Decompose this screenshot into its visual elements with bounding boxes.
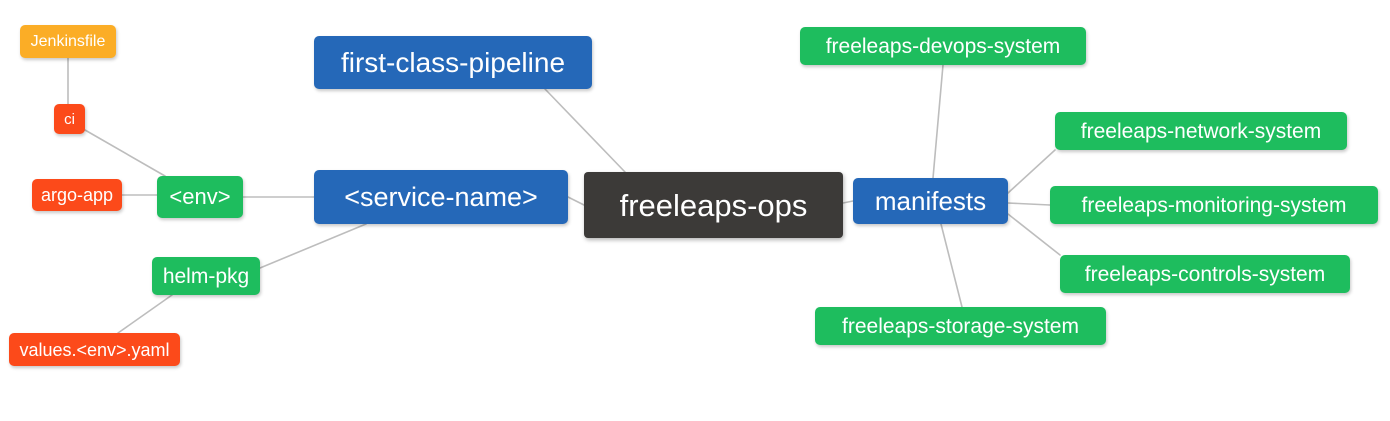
mindmap-node-freeleaps-monitoring-system[interactable]: freeleaps-monitoring-system: [1050, 186, 1378, 224]
mindmap-node-ci[interactable]: ci: [54, 104, 85, 134]
mindmap-node-label-freeleaps-storage-system: freeleaps-storage-system: [842, 314, 1079, 338]
mindmap-node-manifests[interactable]: manifests: [853, 178, 1008, 224]
mindmap-node-label-first-class-pipeline: first-class-pipeline: [340, 46, 566, 78]
mindmap-node-freeleaps-ops[interactable]: freeleaps-ops: [584, 172, 843, 238]
mindmap-node-label-env: <env>: [169, 184, 231, 209]
mindmap-node-argo-app[interactable]: argo-app: [32, 179, 122, 211]
mindmap-node-label-freeleaps-network-system: freeleaps-network-system: [1080, 119, 1322, 143]
mindmap-node-label-freeleaps-ops: freeleaps-ops: [619, 187, 808, 223]
mindmap-node-freeleaps-controls-system[interactable]: freeleaps-controls-system: [1060, 255, 1350, 293]
mindmap-node-freeleaps-storage-system[interactable]: freeleaps-storage-system: [815, 307, 1106, 345]
mindmap-node-label-argo-app: argo-app: [40, 185, 114, 205]
mindmap-node-helm-pkg[interactable]: helm-pkg: [152, 257, 260, 295]
mindmap-node-label-values-env-yaml: values.<env>.yaml: [19, 339, 170, 360]
mindmap-node-freeleaps-network-system[interactable]: freeleaps-network-system: [1055, 112, 1347, 150]
mindmap-node-label-freeleaps-devops-system: freeleaps-devops-system: [825, 34, 1061, 58]
mindmap-node-service-name[interactable]: <service-name>: [314, 170, 568, 224]
mindmap-node-label-ci: ci: [64, 110, 75, 128]
mindmap-node-env[interactable]: <env>: [157, 176, 243, 218]
mindmap-node-label-jenkinsfile: Jenkinsfile: [30, 32, 106, 50]
mindmap-node-values-env-yaml[interactable]: values.<env>.yaml: [9, 333, 180, 366]
mindmap-node-label-manifests: manifests: [874, 186, 987, 216]
mindmap-node-label-freeleaps-monitoring-system: freeleaps-monitoring-system: [1081, 193, 1347, 217]
mindmap-node-label-freeleaps-controls-system: freeleaps-controls-system: [1084, 262, 1326, 286]
mindmap-node-first-class-pipeline[interactable]: first-class-pipeline: [314, 36, 592, 89]
mindmap-node-jenkinsfile[interactable]: Jenkinsfile: [20, 25, 116, 58]
mindmap-node-freeleaps-devops-system[interactable]: freeleaps-devops-system: [800, 27, 1086, 65]
mindmap-node-label-service-name: <service-name>: [344, 181, 538, 212]
mindmap-node-label-helm-pkg: helm-pkg: [162, 264, 250, 288]
